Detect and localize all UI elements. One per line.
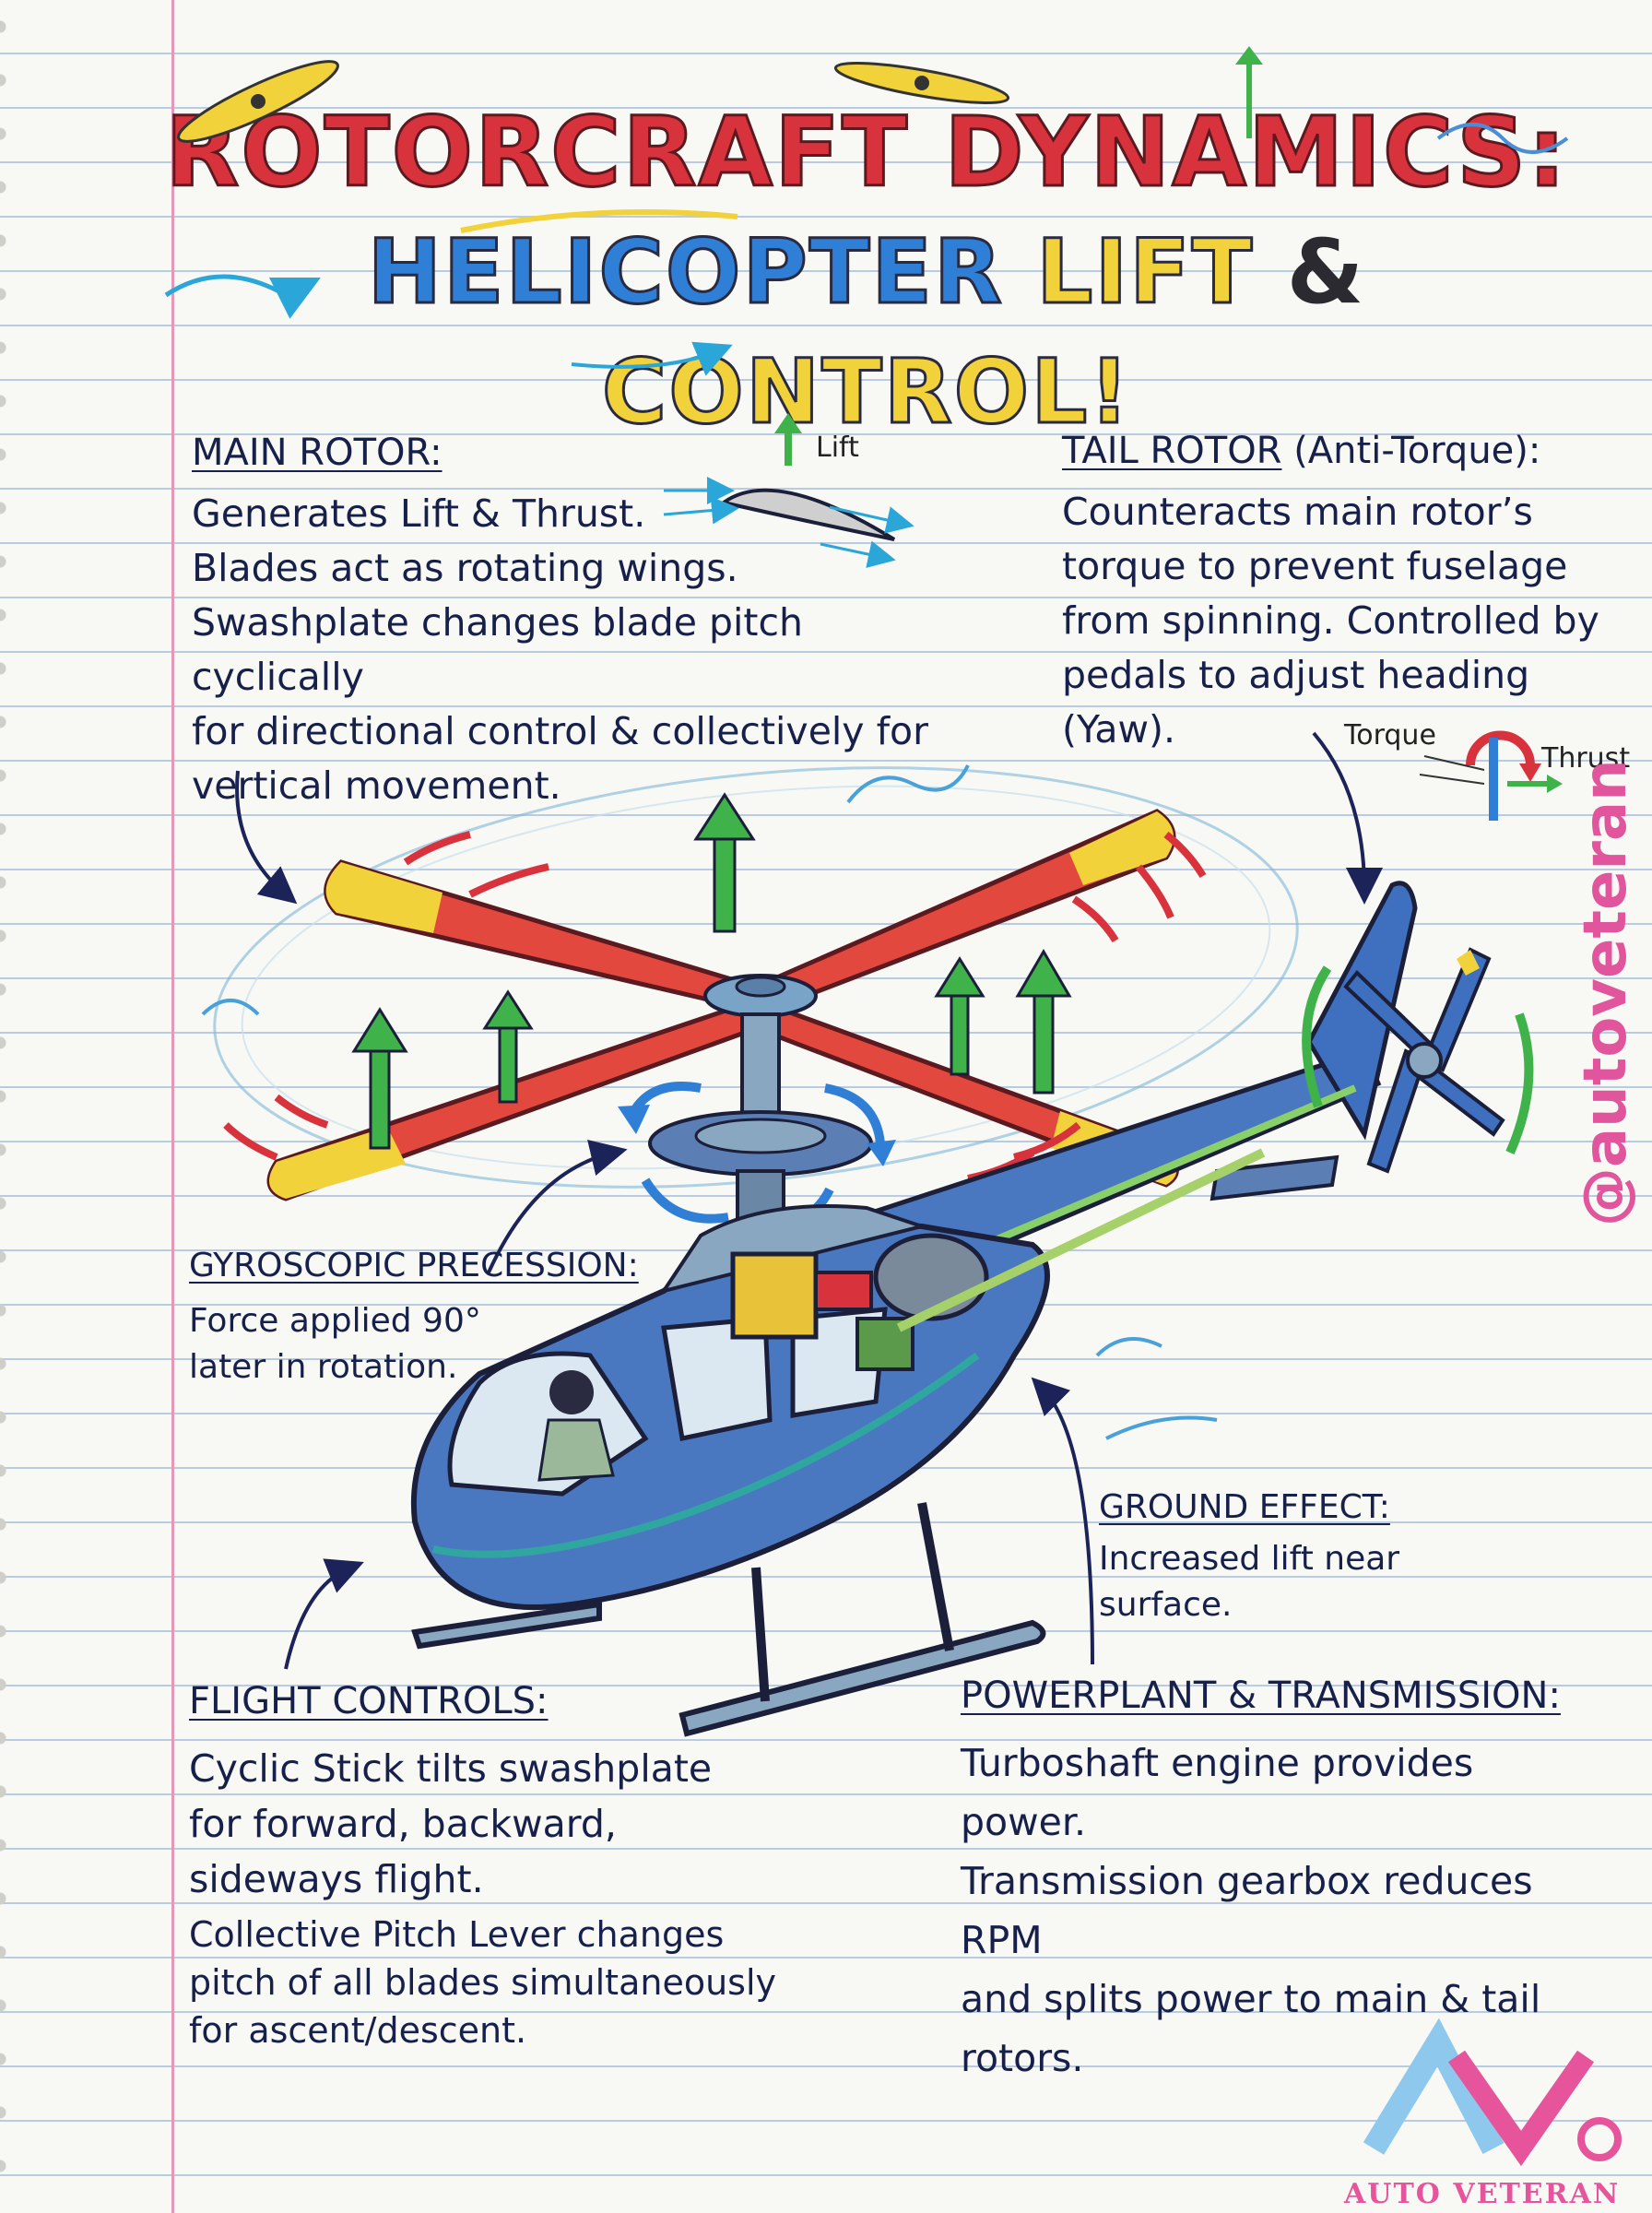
main-rotor-line: Blades act as rotating wings. xyxy=(192,546,738,590)
precession-arrow-right xyxy=(823,1083,885,1144)
flight-controls-line: for forward, backward, xyxy=(189,1802,617,1846)
tail-rotor-mini-diagram xyxy=(1419,730,1563,821)
torque-label: Torque xyxy=(1344,719,1436,751)
thrust-label: Thrust xyxy=(1541,742,1631,775)
flight-controls-heading: FLIGHT CONTROLS: xyxy=(189,1680,549,1722)
wind-swirls xyxy=(201,764,1218,1440)
tail-rotor-heading-suffix: (Anti-Torque): xyxy=(1293,430,1541,472)
auto-veteran-logo xyxy=(1363,2018,1622,2167)
ground-effect-description: Increased lift near surface. xyxy=(1099,1536,1399,1628)
ground-effect-heading: GROUND EFFECT: xyxy=(1099,1488,1390,1526)
powerplant-heading: POWERPLANT & TRANSMISSION: xyxy=(961,1675,1561,1717)
gyroscopic-heading: GYROSCOPIC PRECESSION: xyxy=(189,1247,639,1284)
flight-controls-description: Cyclic Stick tilts swashplate for forwar… xyxy=(189,1741,871,1907)
tail-rotor-description: Counteracts main rotor’s torque to preve… xyxy=(1062,485,1634,757)
powerplant-description: Turboshaft engine provides power. Transm… xyxy=(961,1734,1606,2088)
callout-arrow-flight-controls xyxy=(284,1558,364,1670)
flight-controls-collective: Collective Pitch Lever changes pitch of … xyxy=(189,1911,890,2054)
tail-rotor-line: from spinning. Controlled by xyxy=(1062,598,1599,643)
ground-effect-line: Increased lift near xyxy=(1099,1540,1400,1578)
tail-rotor xyxy=(1302,947,1534,1174)
tail-rotor-line: torque to prevent fuselage xyxy=(1062,544,1568,588)
title-line-2: HELICOPTER LIFT & CONTROL! xyxy=(157,212,1576,452)
main-rotor-line: for directional control & collectively f… xyxy=(192,709,928,753)
callout-arrow-powerplant xyxy=(1031,1377,1094,1665)
ground-effect-line: surface. xyxy=(1099,1586,1233,1624)
powerplant-line: rotors. xyxy=(961,2036,1084,2080)
gyroscopic-line: later in rotation. xyxy=(189,1348,458,1386)
page-title: ROTORCRAFT DYNAMICS: HELICOPTER LIFT & C… xyxy=(157,92,1576,452)
callout-arrow-tail-rotor xyxy=(1312,731,1383,905)
main-rotor-heading: MAIN ROTOR: xyxy=(192,432,442,474)
title-lift: LIFT xyxy=(1035,219,1255,325)
title-rotor-icon-left xyxy=(177,60,339,143)
title-ampersand: & xyxy=(1286,220,1366,324)
main-rotor-blades xyxy=(266,809,1179,1201)
flight-controls-line: for ascent/descent. xyxy=(189,2010,527,2051)
main-rotor-description: Generates Lift & Thrust. Blades act as r… xyxy=(192,487,985,813)
flight-controls-line: pitch of all blades simultaneously xyxy=(189,1962,777,2003)
callout-arrow-gyroscopic xyxy=(487,1140,628,1273)
callout-arrow-main-rotor xyxy=(235,770,298,905)
powerplant-line: Transmission gearbox reduces RPM xyxy=(961,1859,1533,1962)
title-swirl-icon xyxy=(1436,123,1569,154)
title-helicopter: HELICOPTER xyxy=(366,219,1004,325)
landing-skids xyxy=(411,1502,1046,1737)
margin-line xyxy=(171,0,174,2213)
tail-rotor-line: pedals to adjust heading (Yaw). xyxy=(1062,653,1530,751)
binder-holes xyxy=(0,0,13,2213)
main-rotor-line: vertical movement. xyxy=(192,763,561,808)
title-rotor-icon-right xyxy=(833,62,1010,104)
title-line-1: ROTORCRAFT DYNAMICS: xyxy=(164,95,1568,210)
title-control: CONTROL! xyxy=(600,339,1132,445)
tail-rotor-heading: TAIL ROTOR xyxy=(1062,430,1282,472)
tail-rotor-line: Counteracts main rotor’s xyxy=(1062,490,1533,534)
airfoil-lift-label: Lift xyxy=(816,432,859,464)
airfoil-diagram xyxy=(663,413,914,568)
gyroscopic-description: Force applied 90° later in rotation. xyxy=(189,1298,481,1391)
lift-arrows xyxy=(351,792,1072,1150)
flight-controls-line: sideways flight. xyxy=(189,1857,484,1901)
main-rotor-line: Swashplate changes blade pitch cyclicall… xyxy=(192,600,804,699)
flight-controls-line: Collective Pitch Lever changes xyxy=(189,1914,725,1955)
gyroscopic-line: Force applied 90° xyxy=(189,1302,481,1340)
main-rotor-line: Generates Lift & Thrust. xyxy=(192,491,646,536)
powerplant-line: Turboshaft engine provides power. xyxy=(961,1741,1474,1844)
flight-controls-line: Cyclic Stick tilts swashplate xyxy=(189,1746,713,1791)
powerplant-line: and splits power to main & tail xyxy=(961,1977,1541,2021)
logo-text: AUTO VETERAN xyxy=(1344,2178,1621,2210)
watermark-handle: @autoveteran xyxy=(1572,759,1640,1226)
tail-rotor-heading-row: TAIL ROTOR (Anti-Torque): xyxy=(1062,430,1540,472)
engine-gearbox xyxy=(730,1148,1266,1371)
